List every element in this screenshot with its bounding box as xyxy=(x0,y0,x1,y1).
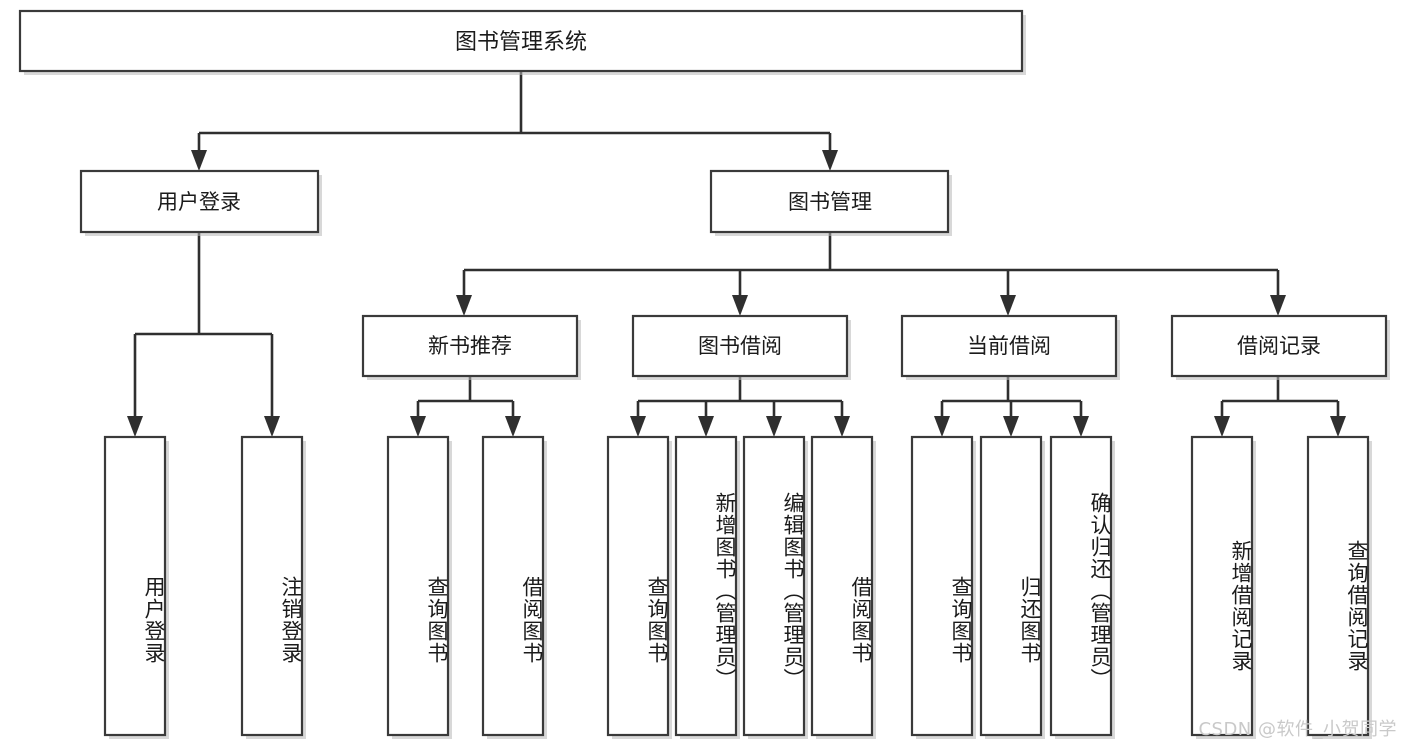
leaf-box-confirm-return[interactable] xyxy=(1049,435,1113,737)
leaf-box-add-book[interactable] xyxy=(674,435,738,737)
current-borrow-label: 当前借阅 xyxy=(967,334,1051,358)
leaf-box-logout[interactable] xyxy=(240,435,304,737)
leaf-box-query-record[interactable] xyxy=(1306,435,1370,737)
arrow-to-newbook xyxy=(456,295,472,316)
book-borrow-box[interactable] xyxy=(631,314,849,378)
node-root[interactable]: 图书管理系统 xyxy=(18,9,1026,75)
arrow-leaf-add-book xyxy=(698,416,714,437)
leaf-box-user-login[interactable] xyxy=(103,435,167,737)
root-label: 图书管理系统 xyxy=(455,30,587,55)
arrow-leaf-borrow-book-2 xyxy=(834,416,850,437)
node-book-manage[interactable]: 图书管理 xyxy=(709,169,952,236)
node-user-login[interactable]: 用户登录 xyxy=(79,169,322,236)
arrow-to-bookborrow xyxy=(732,295,748,316)
leaf-boxes xyxy=(103,435,1372,739)
new-book-rec-box[interactable] xyxy=(361,314,579,378)
arrow-to-user-login xyxy=(191,150,207,171)
arrow-leaf-query-book-2 xyxy=(630,416,646,437)
leaf-box-query-book-3[interactable] xyxy=(910,435,974,737)
csdn-watermark: CSDN @软件_小贺同学 xyxy=(1198,719,1397,740)
arrow-leaf-query-book-1 xyxy=(410,416,426,437)
leaf-box-add-record[interactable] xyxy=(1190,435,1254,737)
leaf-box-return-book[interactable] xyxy=(979,435,1043,737)
arrow-leaf-return-book xyxy=(1003,416,1019,437)
arrow-leaf-logout xyxy=(264,416,280,437)
connector-group xyxy=(127,72,1346,437)
arrow-leaf-confirm-return xyxy=(1073,416,1089,437)
current-borrow-box[interactable] xyxy=(900,314,1118,378)
arrow-leaf-add-record xyxy=(1214,416,1230,437)
user-login-box[interactable] xyxy=(79,169,320,234)
book-manage-label: 图书管理 xyxy=(788,190,872,214)
root-box[interactable] xyxy=(18,9,1024,73)
arrow-leaf-query-record xyxy=(1330,416,1346,437)
leaf-box-borrow-book-2[interactable] xyxy=(810,435,874,737)
user-login-label: 用户登录 xyxy=(157,190,241,214)
book-manage-box[interactable] xyxy=(709,169,950,234)
node-borrow-record[interactable]: 借阅记录 xyxy=(1170,314,1390,380)
leaf-box-edit-book[interactable] xyxy=(742,435,806,737)
node-new-book-rec[interactable]: 新书推荐 xyxy=(361,314,581,380)
book-borrow-label: 图书借阅 xyxy=(698,334,782,358)
arrow-to-book-manage xyxy=(822,150,838,171)
leaf-box-query-book-1[interactable] xyxy=(386,435,450,737)
arrow-leaf-user-login xyxy=(127,416,143,437)
leaf-box-query-book-2[interactable] xyxy=(606,435,670,737)
node-book-borrow[interactable]: 图书借阅 xyxy=(631,314,851,380)
arrow-to-borrowrecord xyxy=(1270,295,1286,316)
arrow-leaf-query-book-3 xyxy=(934,416,950,437)
borrow-record-box[interactable] xyxy=(1170,314,1388,378)
arrow-leaf-edit-book xyxy=(766,416,782,437)
new-book-rec-label: 新书推荐 xyxy=(428,334,512,358)
leaf-box-borrow-book-1[interactable] xyxy=(481,435,545,737)
arrow-leaf-borrow-book-1 xyxy=(505,416,521,437)
arrow-to-currentborrow xyxy=(1000,295,1016,316)
node-current-borrow[interactable]: 当前借阅 xyxy=(900,314,1120,380)
borrow-record-label: 借阅记录 xyxy=(1237,334,1321,358)
